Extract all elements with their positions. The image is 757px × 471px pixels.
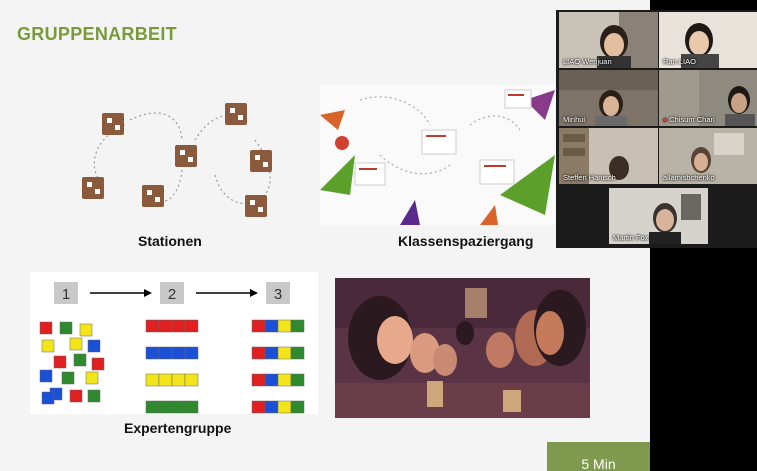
expertengruppe-diagram: 1 2 3: [30, 272, 318, 414]
video-tile-liao-wenjuan[interactable]: LIAO Wenjuan: [559, 12, 658, 68]
grouped-square: [145, 373, 160, 387]
grouped-square: [171, 319, 186, 333]
klassenspaziergang-illustration: [320, 85, 555, 225]
expert-square: [290, 346, 305, 360]
video-tile-minhui[interactable]: Minhui: [559, 70, 658, 126]
mixed-square: [41, 391, 55, 405]
grouped-square: [171, 373, 186, 387]
mixed-square: [79, 323, 93, 337]
video-tile-martin-fox[interactable]: Martin Fox: [609, 188, 708, 244]
grouped-square: [145, 319, 160, 333]
participant-name: allamishchenko: [663, 173, 715, 182]
mixed-square: [87, 339, 101, 353]
expert-square: [251, 319, 266, 333]
mixed-square: [41, 339, 55, 353]
mixed-square: [61, 371, 75, 385]
video-tile-steffen-hanisch[interactable]: Steffen Hanisch: [559, 128, 658, 184]
mixed-square: [87, 389, 101, 403]
expert-square: [277, 346, 292, 360]
grouped-square: [158, 373, 173, 387]
expert-square: [251, 373, 266, 387]
expert-square: [290, 373, 305, 387]
expert-square: [264, 319, 279, 333]
expert-square: [264, 373, 279, 387]
video-tile-ran-liao[interactable]: Ran LIAO: [659, 12, 757, 68]
grouped-square: [184, 346, 199, 360]
grouped-square: [184, 373, 199, 387]
grouped-square: [184, 319, 199, 333]
step-number-1: 1: [62, 286, 70, 303]
expert-square: [290, 319, 305, 333]
expert-square: [277, 400, 292, 414]
grouped-square: [171, 400, 186, 414]
mixed-square: [59, 321, 73, 335]
stationen-illustration: [70, 85, 295, 225]
expert-square: [290, 400, 305, 414]
participant-name: Ran LIAO: [663, 57, 696, 66]
participant-name: Minhui: [563, 115, 586, 124]
grouped-square: [184, 400, 199, 414]
caption-stationen: Stationen: [138, 233, 202, 249]
expert-square: [251, 346, 266, 360]
participant-name: ●Chisum Chan: [663, 115, 715, 124]
presentation-slide: GRUPPENARBEIT: [0, 0, 650, 471]
step-number-2: 2: [168, 286, 176, 303]
mic-muted-icon: ●: [663, 117, 668, 124]
grouped-square: [145, 346, 160, 360]
mixed-square: [69, 389, 83, 403]
mixed-square: [39, 321, 53, 335]
grouped-square: [158, 346, 173, 360]
video-tile-chisum-chan[interactable]: ●Chisum Chan: [659, 70, 757, 126]
grouped-square: [171, 346, 186, 360]
mixed-square: [85, 371, 99, 385]
expert-square: [264, 400, 279, 414]
caption-expertengruppe: Expertengruppe: [124, 420, 232, 436]
step-number-3: 3: [274, 286, 282, 303]
discussion-illustration: [335, 278, 590, 418]
mixed-square: [91, 357, 105, 371]
grouped-square: [158, 400, 173, 414]
participant-name: LIAO Wenjuan: [563, 57, 612, 66]
grouped-square: [145, 400, 160, 414]
expert-square: [277, 373, 292, 387]
mixed-square: [53, 355, 67, 369]
expert-square: [264, 346, 279, 360]
expert-square: [251, 400, 266, 414]
video-tile-allamishchenko[interactable]: allamishchenko: [659, 128, 757, 184]
mixed-square: [73, 353, 87, 367]
mixed-square: [69, 337, 83, 351]
expert-square: [277, 319, 292, 333]
participant-name: Steffen Hanisch: [563, 173, 616, 182]
grouped-square: [158, 319, 173, 333]
mixed-square: [39, 369, 53, 383]
video-gallery: LIAO Wenjuan Ran LIAO Minhui ●Chisum Cha…: [556, 10, 757, 248]
timer-badge: 5 Min: [547, 442, 650, 471]
slide-title: GRUPPENARBEIT: [17, 24, 177, 44]
participant-name: Martin Fox: [613, 233, 649, 242]
caption-klassenspaziergang: Klassenspaziergang: [398, 233, 534, 249]
